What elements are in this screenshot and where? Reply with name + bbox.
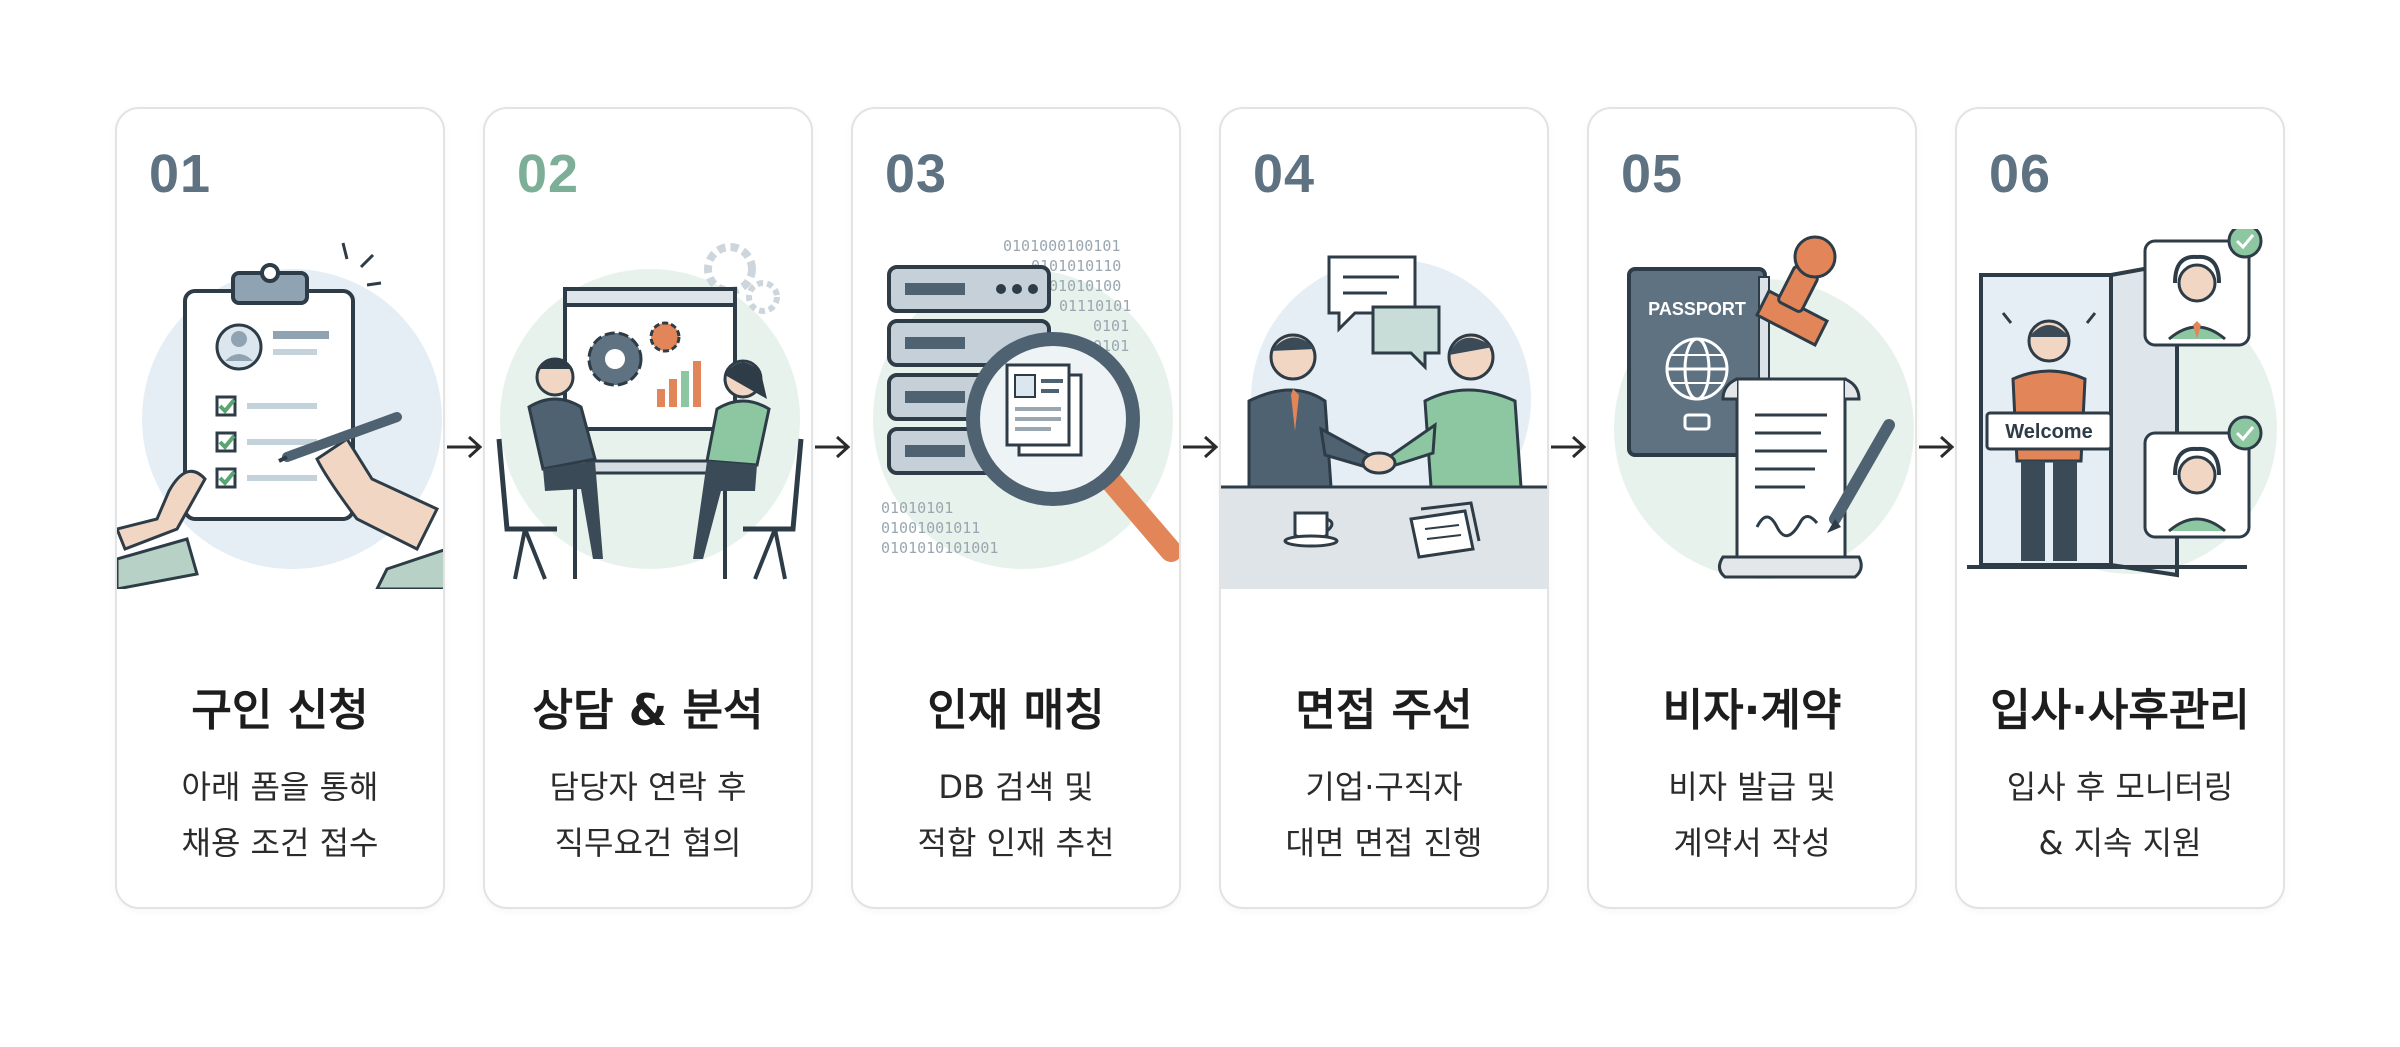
step-description: 담당자 연락 후 직무요건 협의 <box>485 759 811 871</box>
step-description: 입사 후 모니터링 & 지속 지원 <box>1957 759 2283 871</box>
step-desc-line-2: & 지속 지원 <box>2038 824 2202 862</box>
hand-pen-icon <box>117 242 443 589</box>
contract-icon <box>1718 377 1863 579</box>
step-desc-line-1: DB 검색 및 <box>938 768 1094 806</box>
onboarding-support-illustration: Welcome <box>1967 229 2277 578</box>
arrow-right-icon <box>815 435 851 459</box>
svg-text:01001001011: 01001001011 <box>881 519 980 537</box>
stamp-icon <box>1754 235 1837 348</box>
step-desc-line-1: 비자 발급 및 <box>1668 768 1836 806</box>
step-card-6: 06 Welcome <box>1955 107 2285 909</box>
binary-data-text: 0101000100101 0101010110 01010100 011101… <box>881 237 1131 557</box>
step-number: 02 <box>517 144 580 204</box>
svg-text:01110101: 01110101 <box>1059 297 1131 315</box>
svg-text:01010101: 01010101 <box>881 499 953 517</box>
step-card-2: 02 <box>483 107 813 909</box>
support-agent-icon <box>2143 229 2263 347</box>
step-description: DB 검색 및 적합 인재 추천 <box>853 759 1179 871</box>
person-right-icon <box>693 359 804 580</box>
consultation-meeting-illustration <box>496 243 804 580</box>
step-card-3: 03 0101000100101 0101010110 01010100 011… <box>851 107 1181 909</box>
step-desc-line-1: 담당자 연락 후 <box>549 768 747 806</box>
coffee-cup-icon <box>1283 511 1339 548</box>
visa-contract-illustration: PASSPORT <box>1614 235 1914 579</box>
step-title: 구인 신청 <box>191 685 369 736</box>
step-title: 비자·계약 <box>1662 685 1842 736</box>
svg-text:0101010101001: 0101010101001 <box>881 539 998 557</box>
passport-icon: PASSPORT <box>1627 267 1770 457</box>
person-left-icon <box>1247 333 1376 489</box>
step-desc-line-1: 기업·구직자 <box>1305 768 1463 806</box>
step-description: 아래 폼을 통해 채용 조건 접수 <box>117 759 443 871</box>
welcome-sign-label: Welcome <box>2005 421 2092 443</box>
person-welcome-icon: Welcome <box>1985 312 2113 561</box>
arrow-right-icon <box>1183 435 1219 459</box>
svg-text:01010100: 01010100 <box>1049 277 1121 295</box>
arrow-right-icon <box>1551 435 1587 459</box>
arrow-right-icon <box>447 435 483 459</box>
person-left-icon <box>496 357 603 580</box>
step-card-4: 04 <box>1219 107 1549 909</box>
gear-icon <box>704 243 780 314</box>
step-title: 면접 주선 <box>1295 685 1473 736</box>
pen-icon <box>1827 419 1895 533</box>
talent-matching-illustration: 0101000100101 0101010110 01010100 011101… <box>873 237 1179 569</box>
step-number: 06 <box>1989 144 2052 204</box>
step-desc-line-2: 적합 인재 추천 <box>917 824 1115 862</box>
step-number: 05 <box>1621 144 1684 204</box>
step-card-5: 05 PASSPORT <box>1587 107 1917 909</box>
step-number: 04 <box>1253 144 1316 204</box>
step-title: 상담 & 분석 <box>532 685 764 736</box>
step-card-1: 01 <box>115 107 445 909</box>
person-right-icon <box>1361 333 1523 489</box>
step-desc-line-2: 계약서 작성 <box>1673 824 1831 862</box>
step-title: 입사·사후관리 <box>1990 685 2250 736</box>
step-desc-line-1: 입사 후 모니터링 <box>2006 768 2234 806</box>
clipboard-icon <box>183 263 355 521</box>
step-title: 인재 매칭 <box>927 685 1105 736</box>
svg-text:0101: 0101 <box>1093 317 1129 335</box>
support-agent-icon <box>2143 415 2263 539</box>
step-desc-line-2: 채용 조건 접수 <box>181 824 379 862</box>
step-description: 기업·구직자 대면 면접 진행 <box>1221 759 1547 871</box>
step-number: 03 <box>885 144 948 204</box>
step-description: 비자 발급 및 계약서 작성 <box>1589 759 1915 871</box>
chat-bubble-icon <box>1327 255 1441 371</box>
presentation-board-icon <box>563 287 737 431</box>
step-number: 01 <box>149 144 212 204</box>
clipboard-application-illustration <box>117 242 443 589</box>
svg-text:0101000100101: 0101000100101 <box>1003 237 1120 255</box>
magnifier-icon <box>966 332 1179 562</box>
step-desc-line-2: 직무요건 협의 <box>554 824 742 862</box>
step-desc-line-2: 대면 면접 진행 <box>1285 824 1483 862</box>
step-desc-line-1: 아래 폼을 통해 <box>181 768 379 806</box>
passport-label: PASSPORT <box>1648 299 1746 319</box>
arrow-right-icon <box>1919 435 1955 459</box>
svg-text:0101010110: 0101010110 <box>1031 257 1121 275</box>
document-icon <box>1409 501 1481 559</box>
interview-handshake-illustration <box>1221 255 1547 589</box>
